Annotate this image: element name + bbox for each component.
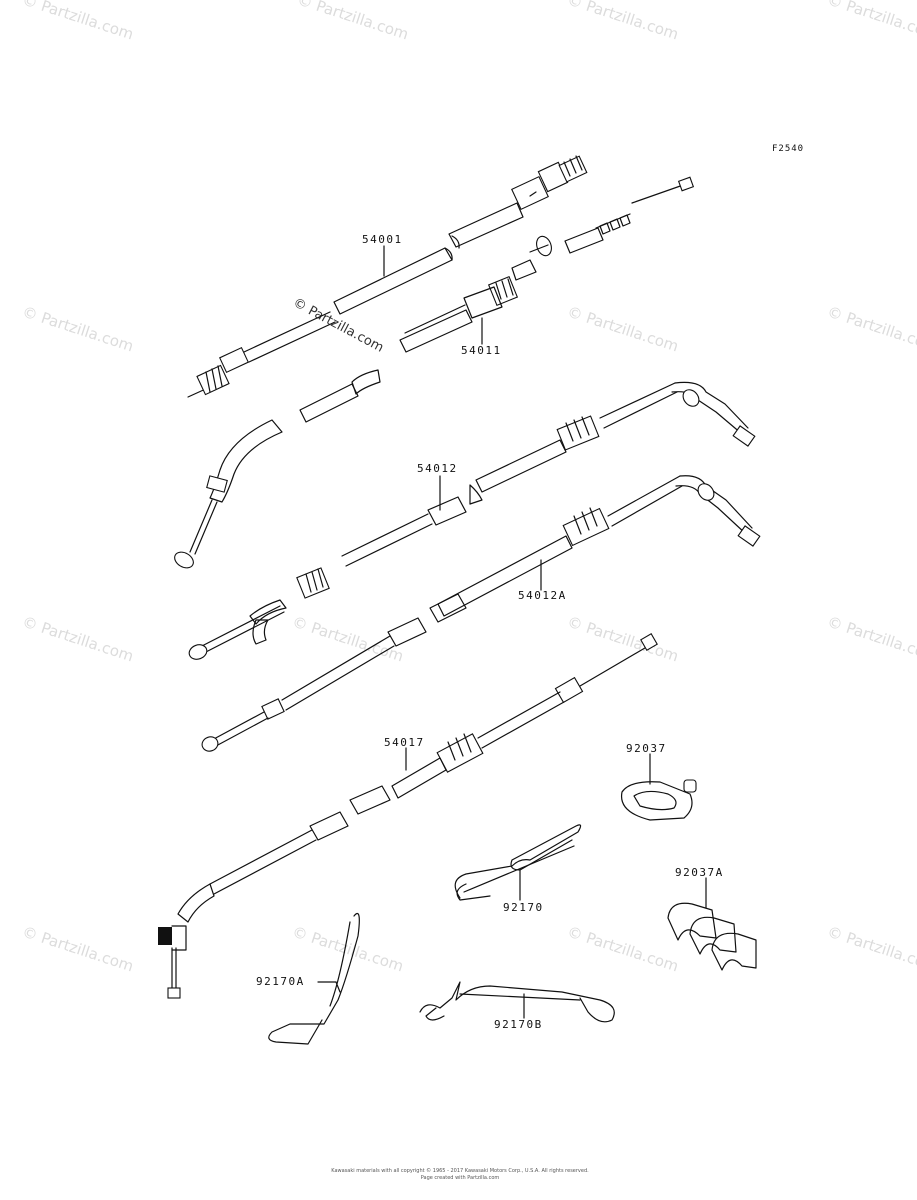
cable-54017-drawing [158,633,658,999]
cable-54001-drawing [187,155,588,398]
page-credit-line: Page created with Partzilla.com [420,1175,500,1181]
part-label-92170B[interactable]: 92170B [494,1018,543,1031]
part-label-54001[interactable]: 54001 [362,233,403,246]
leader-lines [317,245,707,1019]
clip-92170B-drawing [419,981,615,1023]
clamp-92037A-drawing [667,902,757,971]
figure-code: F2540 [772,144,805,154]
cable-54012A-drawing [201,475,761,752]
part-label-92037A[interactable]: 92037A [675,866,724,879]
copyright-line: Kawasaki materials with all copyright © … [331,1168,589,1174]
part-label-54017[interactable]: 54017 [384,736,425,749]
part-label-92170[interactable]: 92170 [503,901,544,914]
part-label-54012A[interactable]: 54012A [518,589,567,602]
part-label-92037[interactable]: 92037 [626,742,667,755]
part-label-92170A[interactable]: 92170A [256,975,305,988]
clip-92170A-drawing [268,912,360,1045]
cable-54012-drawing [188,381,756,660]
part-label-54011[interactable]: 54011 [461,344,502,357]
clip-92170-drawing [454,824,582,901]
cable-54011-drawing [174,176,695,569]
copyright-footer: Kawasaki materials with all copyright © … [300,1168,620,1182]
part-label-54012[interactable]: 54012 [417,462,458,475]
grommet-92037-drawing [620,779,697,821]
